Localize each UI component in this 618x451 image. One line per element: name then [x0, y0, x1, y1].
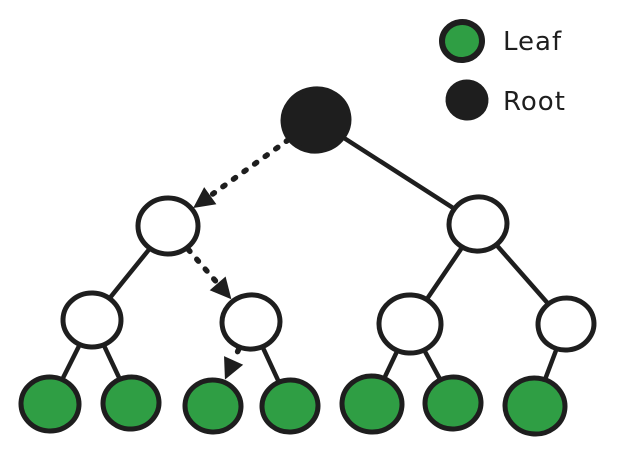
tree-node-n-l — [135, 195, 201, 257]
tree-edge-n-ll-leaf-2 — [102, 344, 121, 380]
edge-arrowhead-n-lr-leaf-3 — [224, 356, 244, 380]
tree-edge-root-n-r — [342, 136, 456, 211]
tree-edge-n-r-n-rr — [495, 244, 550, 305]
legend-root-label: Root — [503, 87, 566, 117]
tree-edge-n-r-n-rl — [425, 246, 464, 300]
tree-edge-n-l-n-lr — [185, 246, 219, 284]
tree-node-leaf-3 — [182, 377, 244, 435]
tree-node-n-r — [446, 194, 510, 254]
tree-edge-n-rl-leaf-5 — [383, 350, 399, 379]
tree-edge-n-lr-leaf-4 — [261, 346, 281, 382]
tree-node-root — [280, 86, 352, 154]
tree-edge-n-l-n-ll — [108, 247, 151, 299]
tree-node-n-lr — [219, 292, 283, 352]
tree-node-n-ll — [60, 290, 124, 350]
edge-arrowhead-root-n-l — [193, 187, 217, 208]
tree-edge-n-lr-leaf-3 — [232, 346, 242, 361]
tree-node-leaf-2 — [100, 374, 162, 432]
tree-node-n-rl — [376, 292, 444, 356]
edge-arrowhead-n-l-n-lr — [209, 276, 232, 300]
tree-node-leaf-4 — [259, 377, 321, 435]
tree-edge-n-rl-leaf-6 — [423, 349, 442, 380]
tree-edge-n-ll-leaf-1 — [61, 344, 81, 380]
tree-layer — [18, 86, 597, 437]
tree-edge-n-rr-leaf-7 — [543, 348, 558, 380]
tree-node-leaf-6 — [422, 374, 484, 432]
legend: Leaf Root — [439, 18, 566, 121]
tree-node-leaf-5 — [339, 373, 405, 435]
tree-edge-root-n-l — [209, 137, 292, 197]
tree-node-leaf-1 — [18, 374, 82, 434]
tree-node-n-rr — [535, 295, 597, 353]
legend-root-swatch — [445, 79, 489, 121]
legend-leaf-label: Leaf — [503, 27, 562, 57]
tree-node-leaf-7 — [502, 375, 568, 437]
legend-leaf-swatch — [439, 18, 485, 64]
